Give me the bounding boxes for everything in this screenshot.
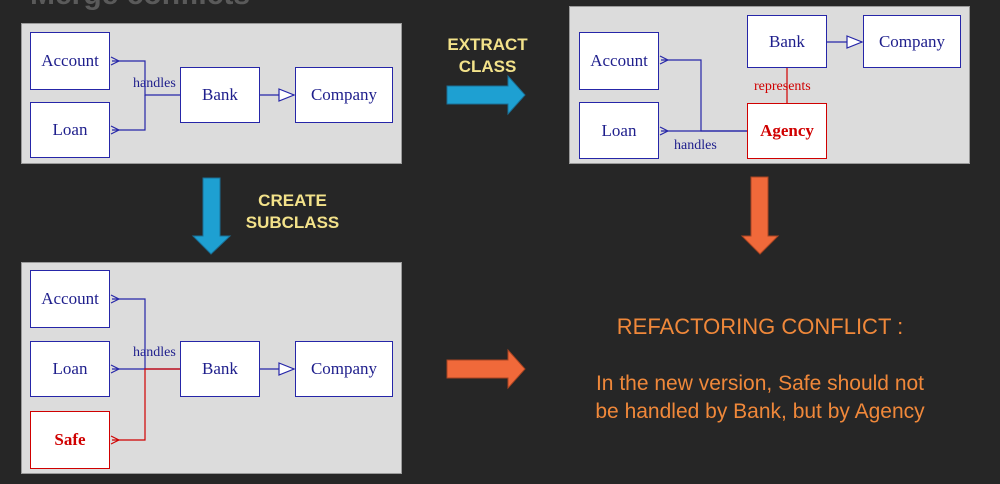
company-class: Company bbox=[295, 67, 393, 123]
bank-class: Bank bbox=[747, 15, 827, 68]
bank-label: Bank bbox=[202, 85, 238, 104]
account-class: Account bbox=[579, 32, 659, 90]
extract-class-label: EXTRACT CLASS bbox=[430, 34, 545, 78]
loan-class: Loan bbox=[579, 102, 659, 159]
bank-label: Bank bbox=[202, 359, 238, 378]
subclass-label-line2: SUBCLASS bbox=[245, 213, 340, 232]
company-class: Company bbox=[295, 341, 393, 397]
slide-title: Merge conflicts bbox=[30, 0, 250, 12]
extract-class-panel: Account Loan Bank Company Agency represe… bbox=[569, 6, 970, 164]
account-label: Account bbox=[590, 51, 648, 70]
safe-label: Safe bbox=[54, 430, 86, 449]
extract-associations bbox=[570, 35, 864, 165]
agency-label: Agency bbox=[760, 121, 814, 140]
account-class: Account bbox=[30, 32, 110, 90]
account-class: Account bbox=[30, 270, 110, 328]
extract-label-line1: EXTRACT bbox=[447, 35, 528, 54]
create-subclass-panel: Account Loan Safe Bank Company handles bbox=[21, 262, 402, 474]
loan-label: Loan bbox=[601, 120, 637, 140]
conflict-down-arrow bbox=[740, 176, 780, 255]
account-label: Account bbox=[41, 51, 99, 70]
bank-class: Bank bbox=[180, 67, 260, 123]
extract-label-line2: CLASS bbox=[458, 57, 517, 76]
loan-class: Loan bbox=[30, 102, 110, 158]
account-label: Account bbox=[41, 289, 99, 308]
original-model-panel: Account Loan Bank Company handles bbox=[21, 23, 402, 164]
loan-class: Loan bbox=[30, 341, 110, 397]
represents-label: represents bbox=[754, 79, 811, 94]
conflict-line1: In the new version, Safe should not bbox=[595, 372, 925, 395]
company-label: Company bbox=[310, 85, 378, 104]
company-label: Company bbox=[310, 359, 378, 378]
subclass-label-line1: CREATE bbox=[258, 191, 327, 210]
handles-label: handles bbox=[133, 76, 176, 91]
handles-label: handles bbox=[674, 138, 717, 153]
conflict-right-arrow bbox=[446, 348, 526, 390]
company-class: Company bbox=[863, 15, 961, 68]
loan-label: Loan bbox=[52, 359, 88, 378]
create-subclass-label: CREATE SUBCLASS bbox=[235, 190, 350, 234]
bank-class: Bank bbox=[180, 341, 260, 397]
agency-class: Agency bbox=[747, 103, 827, 159]
company-label: Company bbox=[878, 31, 946, 51]
conflict-title: REFACTORING CONFLICT : bbox=[616, 314, 904, 339]
loan-label: Loan bbox=[52, 120, 88, 139]
subclass-associations bbox=[22, 263, 296, 475]
conflict-description: In the new version, Safe should not be h… bbox=[545, 370, 975, 426]
subclass-arrow bbox=[191, 177, 232, 255]
safe-class: Safe bbox=[30, 411, 110, 469]
extract-arrow bbox=[446, 74, 526, 116]
handles-label: handles bbox=[133, 345, 176, 360]
conflict-line2: be handled by Bank, but by Agency bbox=[595, 400, 925, 423]
bank-label: Bank bbox=[769, 31, 805, 51]
original-associations bbox=[22, 24, 296, 165]
